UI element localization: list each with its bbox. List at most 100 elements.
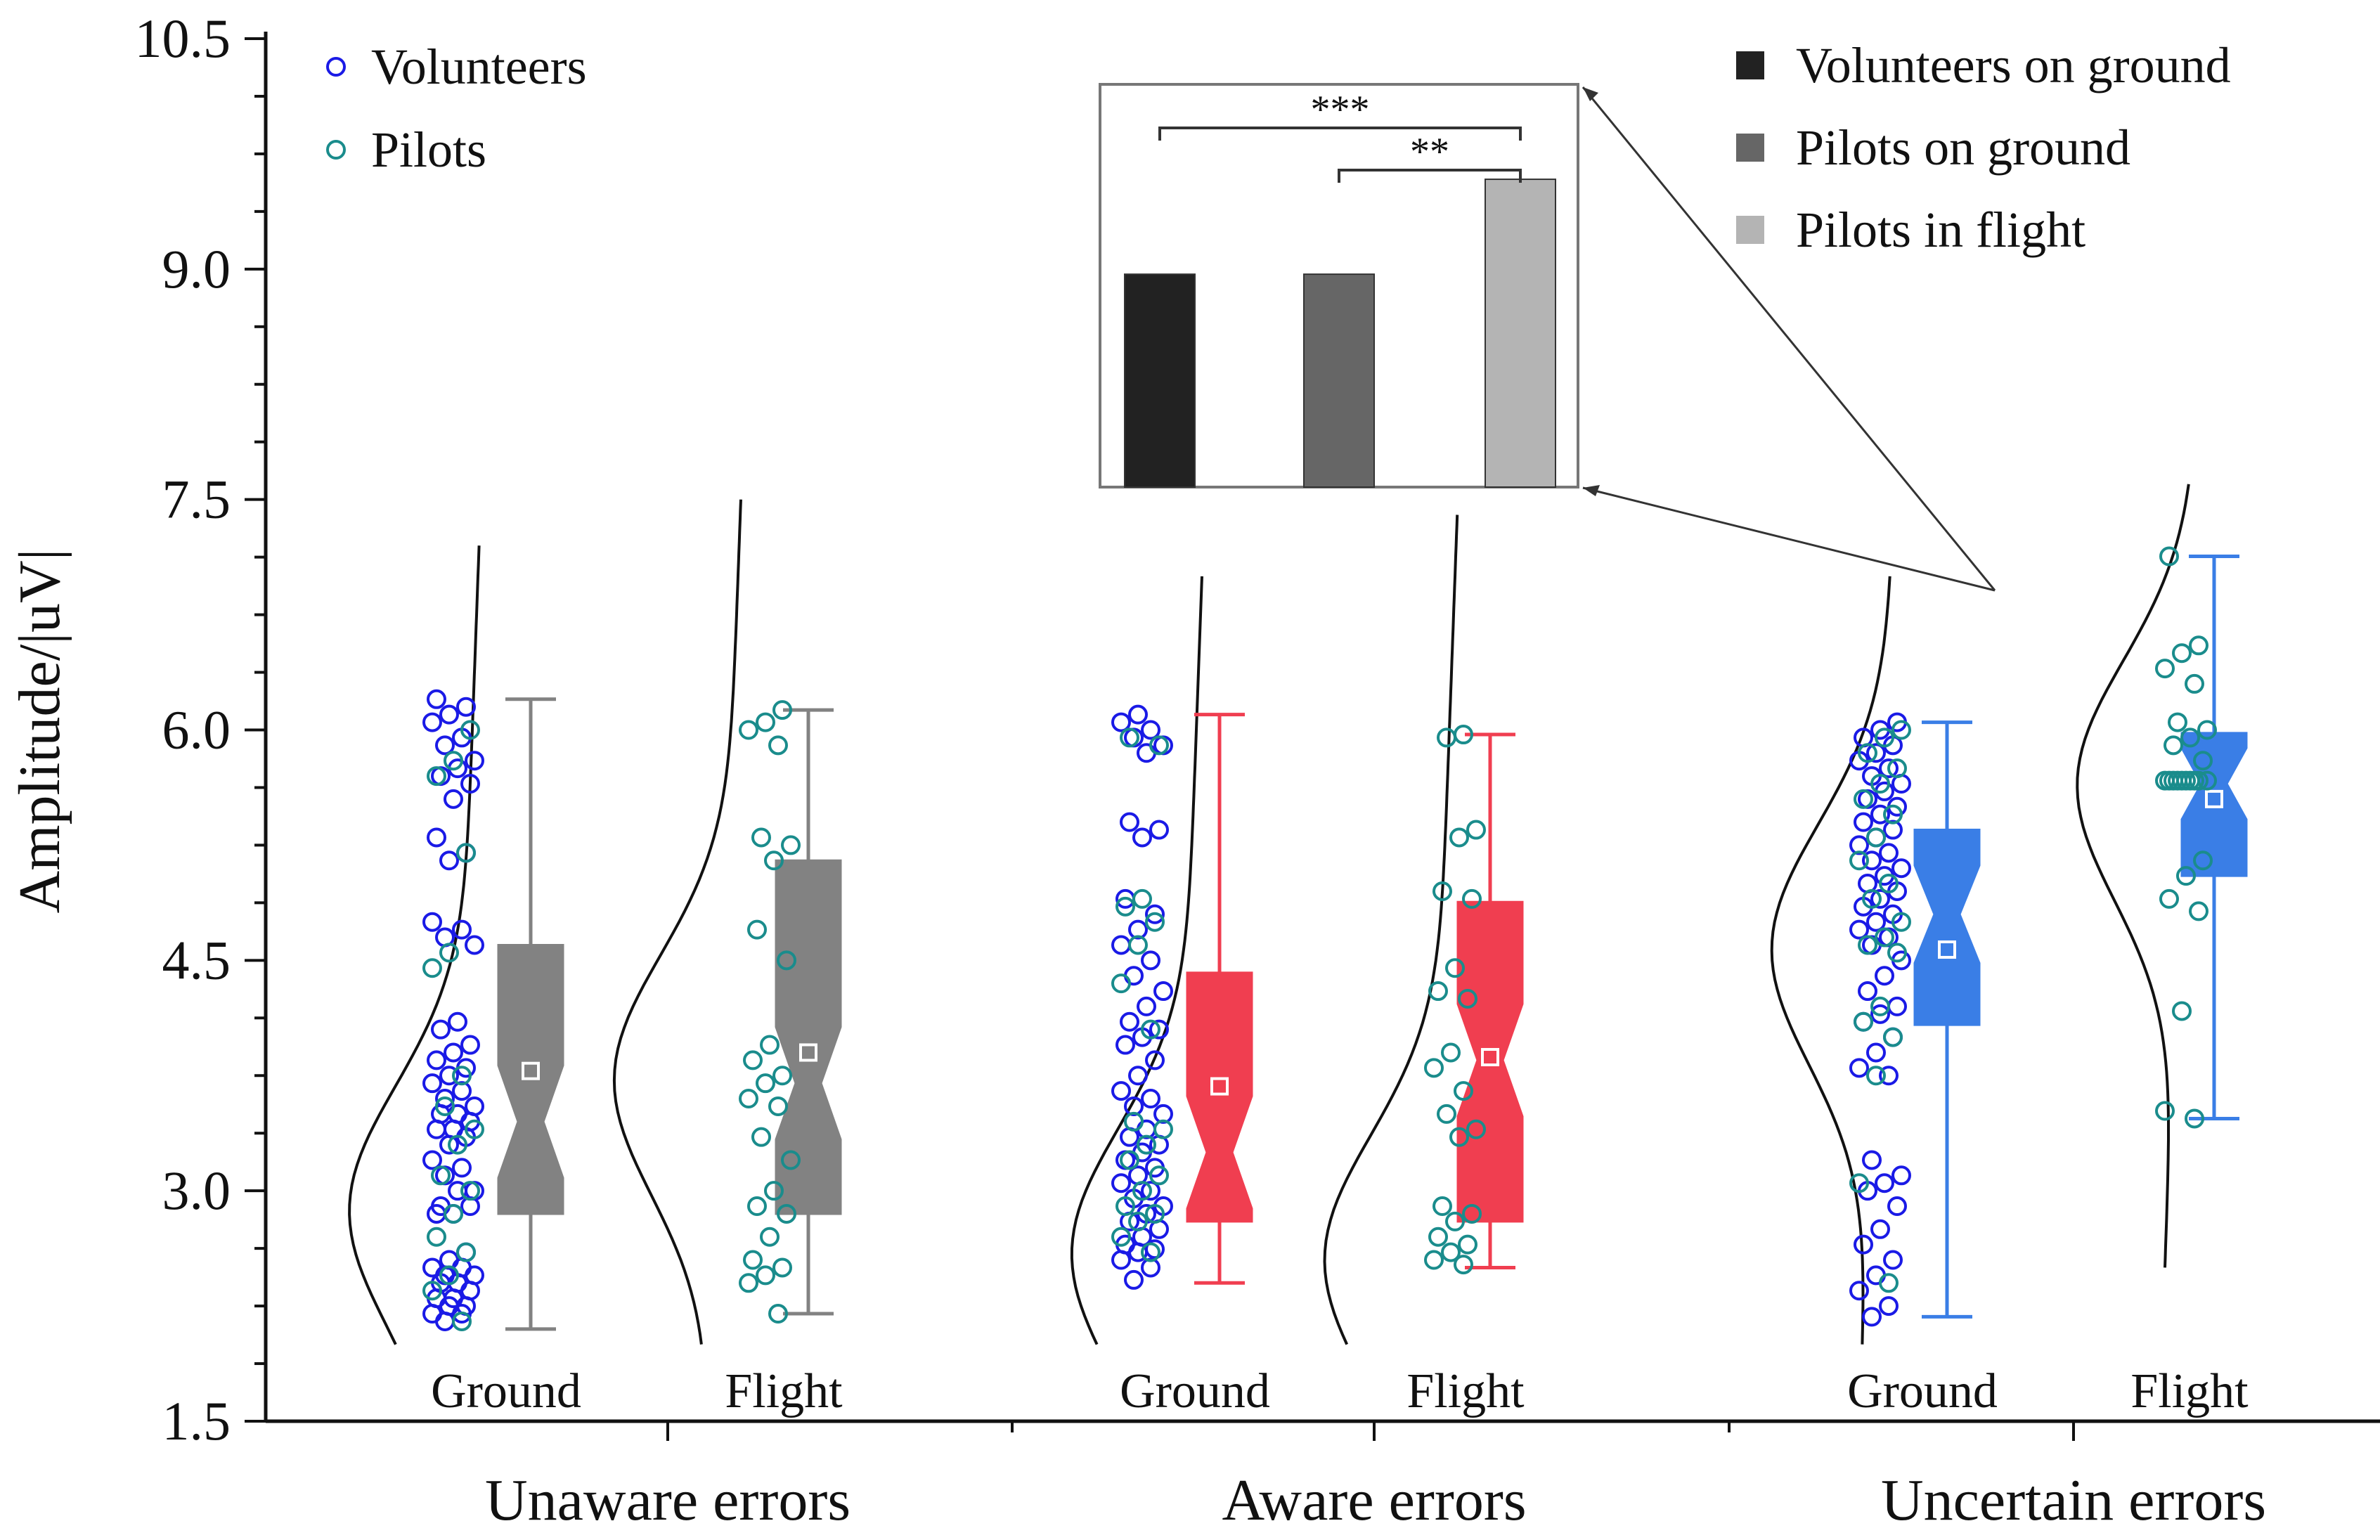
pilot-point — [739, 1273, 758, 1293]
volunteer-point — [1137, 996, 1156, 1016]
mean-marker — [1481, 1048, 1499, 1067]
pilot-point — [1445, 1211, 1465, 1231]
pilot-point — [448, 1134, 467, 1155]
volunteer-point — [431, 1019, 451, 1040]
volunteer-point — [427, 827, 446, 848]
pilot-point — [1875, 927, 1894, 947]
volunteer-point — [1124, 966, 1144, 986]
volunteer-point — [1883, 820, 1903, 840]
group-label: Uncertain errors — [1881, 1468, 2266, 1533]
pilot-point — [1137, 1134, 1156, 1155]
pilot-point — [751, 1127, 771, 1147]
volunteer-point — [1875, 966, 1894, 986]
pilot-point — [772, 1257, 792, 1278]
pilot-point — [2197, 720, 2217, 740]
pilot-point — [2168, 712, 2187, 732]
volunteer-point — [448, 1011, 467, 1032]
pilot-point — [747, 1196, 767, 1217]
pilot-point — [456, 1242, 476, 1262]
volunteer-point — [1128, 1066, 1148, 1086]
pilot-point — [743, 1050, 763, 1070]
pilot-point — [1854, 1011, 1873, 1032]
volunteer-point — [1849, 835, 1869, 855]
pilot-point — [444, 751, 463, 771]
pilot-point — [1115, 1196, 1135, 1217]
volunteer-point — [444, 1042, 463, 1063]
pilot-point — [1879, 1273, 1899, 1293]
pilot-point — [747, 919, 767, 940]
pilot-point — [1149, 735, 1169, 756]
pilot-point — [1145, 912, 1165, 932]
condition-label: Flight — [725, 1364, 843, 1418]
pilot-point — [1887, 943, 1907, 963]
volunteer-point — [422, 1257, 442, 1278]
pilot-point — [1441, 1042, 1461, 1063]
y-tick-label: 7.5 — [162, 469, 231, 530]
volunteer-point — [439, 850, 459, 871]
y-axis-label: Amplitude/|uV| — [7, 549, 72, 914]
pilot-point — [2189, 635, 2208, 656]
pilot-point — [777, 1203, 796, 1224]
volunteer-point — [1887, 996, 1907, 1016]
pilot-point — [760, 1035, 780, 1055]
legend-bar-label: Volunteers on ground — [1796, 37, 2231, 93]
mean-marker — [1938, 940, 1956, 959]
pilot-point — [1883, 804, 1903, 824]
condition-label: Ground — [1120, 1364, 1270, 1418]
volunteer-point — [1141, 720, 1160, 740]
pilot-point — [1153, 1119, 1173, 1139]
pilot-point — [1449, 827, 1469, 848]
inset-bar — [1124, 273, 1196, 488]
pilot-point — [1424, 1058, 1444, 1078]
volunteer-point — [1120, 812, 1139, 832]
pilot-point — [439, 943, 459, 963]
pilot-point — [1454, 725, 1473, 745]
volunteer-point — [460, 1035, 480, 1055]
pilot-point — [2155, 659, 2175, 679]
pilot-point — [1141, 1242, 1160, 1262]
pilot-point — [1432, 1196, 1452, 1217]
y-tick-label: 1.5 — [162, 1390, 231, 1451]
pilot-point — [1862, 888, 1882, 909]
condition-label: Ground — [431, 1364, 581, 1418]
pilot-point — [1462, 1203, 1482, 1224]
pilot-point — [1454, 1255, 1473, 1275]
volunteer-point — [1111, 935, 1131, 955]
volunteer-point — [1141, 950, 1160, 971]
volunteer-point — [465, 1096, 484, 1116]
mean-marker — [522, 1061, 540, 1080]
pilot-point — [768, 1096, 788, 1116]
y-tick-label: 4.5 — [162, 929, 231, 990]
legend-bar-swatch — [1736, 134, 1764, 162]
volunteer-point — [1124, 1096, 1144, 1116]
density-curve — [1070, 576, 1203, 1345]
y-tick-label: 10.5 — [135, 8, 231, 69]
condition-label: Flight — [2130, 1364, 2249, 1418]
volunteer-point — [422, 1073, 442, 1094]
volunteer-point — [465, 935, 484, 955]
pilot-point — [739, 1089, 758, 1109]
pilot-point — [2193, 850, 2213, 871]
group-label: Aware errors — [1222, 1468, 1526, 1533]
volunteer-point — [422, 1150, 442, 1170]
pilot-point — [1120, 1150, 1139, 1170]
volunteer-point — [1115, 1035, 1135, 1055]
volunteer-point — [1875, 1173, 1894, 1193]
volunteer-point — [422, 712, 442, 732]
notched-box — [2180, 732, 2248, 877]
notched-box — [1456, 900, 1524, 1223]
pilot-point — [1437, 1104, 1456, 1124]
pilot-point — [743, 1250, 763, 1270]
pilot-point — [2197, 770, 2217, 791]
volunteer-point — [422, 912, 442, 932]
pilot-point — [1449, 1127, 1469, 1147]
pilot-point — [2176, 866, 2196, 886]
volunteer-point — [1153, 981, 1173, 1002]
pilot-point — [1115, 896, 1135, 917]
pilot-point — [756, 1265, 775, 1286]
mean-marker — [2205, 789, 2223, 808]
zoom-connector — [1582, 86, 1996, 591]
pilot-point — [1432, 881, 1452, 901]
volunteer-point — [1111, 1173, 1131, 1193]
pilot-point — [1132, 888, 1152, 909]
